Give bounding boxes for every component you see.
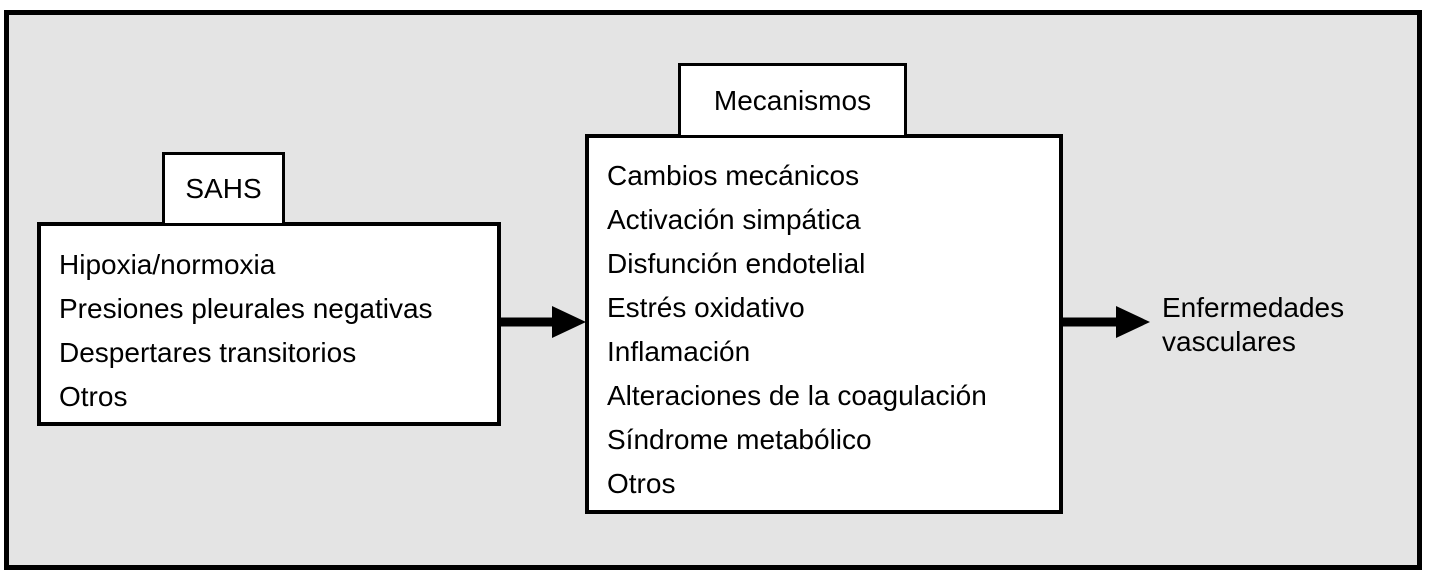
mecanismos-item: Inflamación [607,336,751,367]
sahs-title: SAHS [185,173,262,204]
mecanismos-item: Otros [607,468,676,499]
mecanismos-item: Estrés oxidativo [607,292,805,323]
sahs-item: Otros [59,381,128,412]
outcome-line-2: vasculares [1162,326,1296,357]
sahs-item: Hipoxia/normoxia [59,249,276,280]
mecanismos-item: Disfunción endotelial [607,248,866,279]
mecanismos-title: Mecanismos [713,84,872,116]
arrow-sahs-to-mecanismos-icon [497,306,586,338]
sahs-header-box: SAHS [162,152,285,226]
sahs-item: Despertares transitorios [59,337,357,368]
sahs-box: Hipoxia/normoxia Presiones pleurales neg… [37,222,501,426]
mecanismos-header-box: Mecanismos [678,63,907,138]
mecanismos-item: Activación simpática [607,204,861,235]
outcome-label: Enfermedades vasculares [1162,291,1344,359]
arrow-mecanismos-to-enfermedades-icon [1061,306,1150,338]
mecanismos-item: Cambios mecánicos [607,160,860,191]
mecanismos-item: Alteraciones de la coagulación [607,380,987,411]
outcome-line-1: Enfermedades [1162,292,1345,323]
mecanismos-item: Síndrome metabólico [607,424,872,455]
mecanismos-box: Cambios mecánicos Activación simpática D… [585,134,1063,514]
sahs-item: Presiones pleurales negativas [59,293,433,324]
